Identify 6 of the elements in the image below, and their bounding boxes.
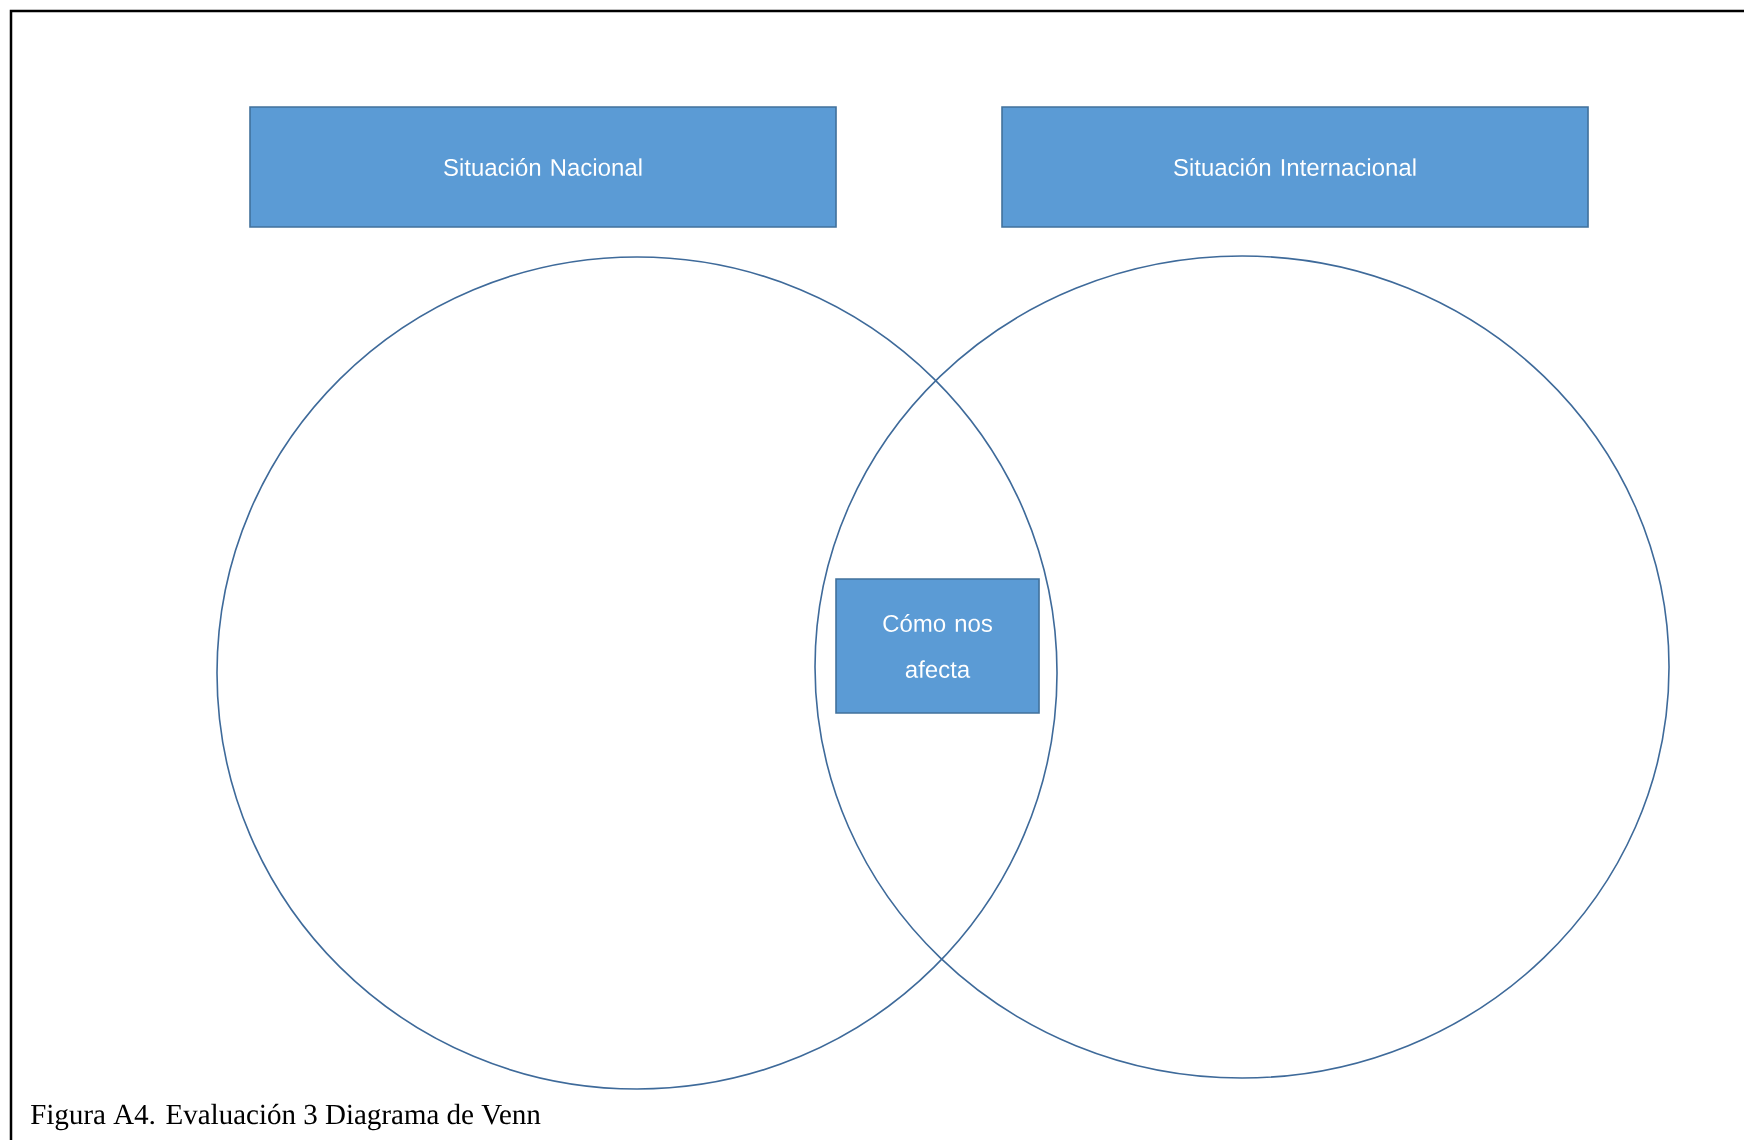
- venn-circle: [216, 256, 1058, 1090]
- venn-circle: [814, 255, 1670, 1079]
- label-box: Cómo nos afecta: [835, 578, 1040, 714]
- figure-caption: Figura A4. Evaluación 3 Diagrama de Venn: [31, 1103, 541, 1131]
- label-box: Situación Nacional: [249, 106, 837, 228]
- label-box: Situación Internacional: [1001, 106, 1589, 228]
